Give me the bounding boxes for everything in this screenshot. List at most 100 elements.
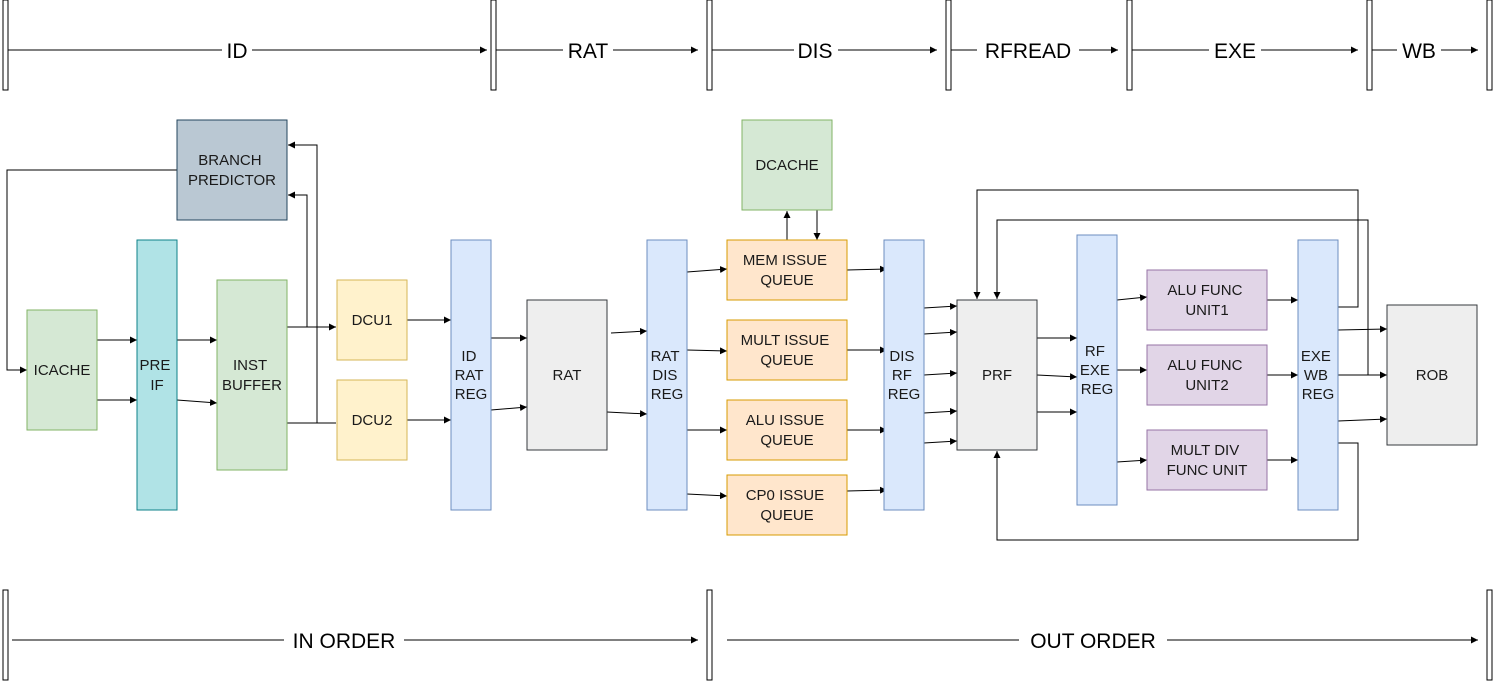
stage-divider [1366,0,1373,91]
alu-func-unit1-label: ALU FUNC [1167,282,1242,299]
mult-issue-queue-label: MULT ISSUE [741,332,830,349]
mult-div-func-unit-block: MULT DIV FUNC UNIT [1146,429,1268,491]
cp0-issue-queue-block: CP0 ISSUE QUEUE [726,474,848,536]
alu-func-unit1-block: ALU FUNC UNIT1 [1146,269,1268,331]
svg-text:ICACHE: ICACHE [34,362,91,379]
svg-text:BRANCH PREDICTOR: BRANCH PREDICTOR [188,152,276,189]
mem-issue-queue-label: QUEUE [760,272,813,289]
stage-bar: ID RAT DIS RFREAD EXE WB [2,0,1493,91]
cp0-issue-queue-label: CP0 ISSUE [746,487,824,504]
rf-exe-reg-block: RF EXE REG [1076,234,1118,506]
branch-predictor-label: BRANCH [198,152,261,169]
icache-label: ICACHE [34,362,91,379]
rat-dis-reg-label: RAT [651,348,680,365]
mult-div-func-unit-label: FUNC UNIT [1167,462,1248,479]
svg-text:MULT DIV FUNC UNIT: MULT DIV FUNC UNIT [1167,442,1248,479]
branch-predictor-label: PREDICTOR [188,172,276,189]
alu-func-unit1-label: UNIT1 [1185,302,1228,319]
svg-text:DCU1: DCU1 [352,312,393,329]
svg-text:RAT DIS REG: RAT DIS REG [651,348,684,403]
order-divider [2,589,9,681]
prf-label: PRF [982,367,1012,384]
stage-label-id: ID [227,40,248,63]
svg-text:ALU FUNC UNIT1: ALU FUNC UNIT1 [1167,282,1246,319]
mult-issue-queue-label: QUEUE [760,352,813,369]
order-divider [1486,589,1493,681]
stage-divider [1126,0,1133,91]
stage-label-rat: RAT [568,40,609,63]
dis-rf-reg-label: REG [888,386,921,403]
alu-func-unit2-block: ALU FUNC UNIT2 [1146,344,1268,406]
mem-issue-queue-label: MEM ISSUE [743,252,827,269]
dis-rf-reg-label: RF [892,367,912,384]
alu-issue-queue-label: ALU ISSUE [746,412,824,429]
id-rat-reg-label: RAT [455,367,484,384]
exe-wb-reg-label: REG [1302,386,1335,403]
svg-text:EXE WB REG: EXE WB REG [1301,348,1335,403]
mem-issue-queue-block: MEM ISSUE QUEUE [726,239,848,301]
rob-label: ROB [1416,367,1449,384]
svg-text:PRF: PRF [982,367,1012,384]
mult-issue-queue-block: MULT ISSUE QUEUE [726,319,848,381]
svg-text:CP0 ISSUE QUEUE: CP0 ISSUE QUEUE [746,487,829,524]
dcache-label: DCACHE [755,157,818,174]
pre-if-label: PRE [139,357,170,374]
svg-text:ROB: ROB [1416,367,1449,384]
rat-dis-reg-block: RAT DIS REG [646,239,688,511]
svg-text:INST BUFFER: INST BUFFER [222,357,282,394]
inst-buffer-block: INST BUFFER [216,279,288,471]
cp0-issue-queue-label: QUEUE [760,507,813,524]
rf-exe-reg-label: EXE [1080,362,1110,379]
exe-wb-reg-block: EXE WB REG [1297,239,1339,511]
svg-text:ALU ISSUE QUEUE: ALU ISSUE QUEUE [746,412,829,449]
svg-text:RF EXE REG: RF EXE REG [1080,343,1114,398]
alu-func-unit2-label: ALU FUNC [1167,357,1242,374]
stage-label-wb: WB [1402,40,1436,63]
dcu2-block: DCU2 [336,379,408,461]
id-rat-reg-block: ID RAT REG [450,239,492,511]
alu-issue-queue-block: ALU ISSUE QUEUE [726,399,848,461]
svg-text:PRE IF: PRE IF [139,357,174,394]
svg-text:DCU2: DCU2 [352,412,393,429]
svg-text:DCACHE: DCACHE [755,157,818,174]
stage-divider [945,0,952,91]
stage-label-dis: DIS [797,40,832,63]
alu-func-unit2-label: UNIT2 [1185,377,1228,394]
alu-issue-queue-label: QUEUE [760,432,813,449]
rat-block: RAT [526,299,608,451]
prf-block: PRF [956,299,1038,451]
order-bar: IN ORDER OUT ORDER [2,589,1493,681]
exe-wb-reg-label: WB [1304,367,1328,384]
id-rat-reg-label: ID [461,348,476,365]
rat-dis-reg-label: DIS [652,367,677,384]
dis-rf-reg-block: DIS RF REG [883,239,925,511]
stage-label-exe: EXE [1214,40,1256,63]
rf-exe-reg-label: RF [1085,343,1105,360]
order-label-out-order: OUT ORDER [1030,630,1156,653]
dcu1-label: DCU1 [352,312,393,329]
stage-divider [706,0,713,91]
dcu2-label: DCU2 [352,412,393,429]
exe-wb-reg-label: EXE [1301,348,1331,365]
dcache-block: DCACHE [741,119,833,211]
inst-buffer-label: BUFFER [222,377,282,394]
svg-text:MEM ISSUE QUEUE: MEM ISSUE QUEUE [743,252,831,289]
rf-exe-reg-label: REG [1081,381,1114,398]
stage-divider [2,0,9,91]
svg-text:ID RAT REG: ID RAT REG [455,348,488,403]
order-divider [706,589,713,681]
rob-block: ROB [1386,304,1478,446]
icache-block: ICACHE [26,309,98,431]
stage-divider [1486,0,1493,91]
inst-buffer-label: INST [233,357,267,374]
stage-divider [490,0,497,91]
svg-text:RAT: RAT [553,367,582,384]
svg-text:ALU FUNC UNIT2: ALU FUNC UNIT2 [1167,357,1246,394]
dcu1-block: DCU1 [336,279,408,361]
connections [6,141,1388,541]
blocks: BRANCH PREDICTOR ICACHE PRE IF INST BUFF… [26,119,1478,536]
stage-label-rfread: RFREAD [985,40,1071,63]
order-label-in-order: IN ORDER [293,630,396,653]
